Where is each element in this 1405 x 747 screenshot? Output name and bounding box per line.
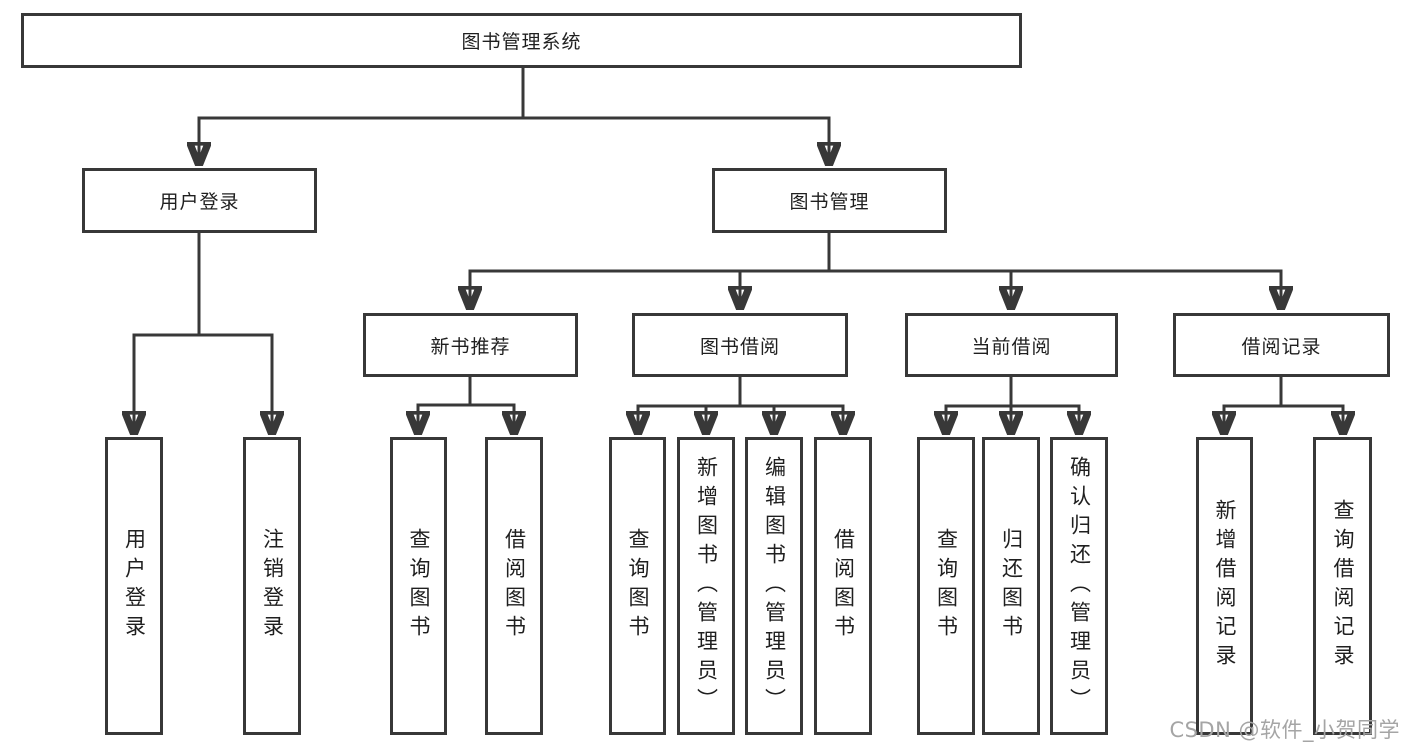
- leaf-logout: 注销登录: [243, 437, 301, 735]
- leaf-query-borrow-record-label: 查询借阅记录: [1331, 499, 1355, 673]
- leaf-borrow-books-2: 借阅图书: [814, 437, 872, 735]
- leaf-query-books-2-label: 查询图书: [626, 528, 650, 644]
- leaf-add-book-admin-label: 新增图书（管理员）: [694, 455, 719, 717]
- leaf-user-login-label: 用户登录: [122, 528, 147, 644]
- leaf-query-books-3-label: 查询图书: [934, 528, 959, 644]
- leaf-borrow-books-1: 借阅图书: [485, 437, 543, 735]
- leaf-borrow-books-1-label: 借阅图书: [502, 528, 527, 644]
- node-current-borrowing-label: 当前借阅: [971, 335, 1052, 358]
- leaf-confirm-return-admin-label: 确认归还（管理员）: [1067, 455, 1092, 717]
- node-library-system: 图书管理系统: [21, 13, 1022, 68]
- node-borrowing-records-label: 借阅记录: [1241, 335, 1322, 358]
- leaf-query-books-1-label: 查询图书: [407, 528, 431, 644]
- node-borrowing-records: 借阅记录: [1173, 313, 1390, 377]
- leaf-query-books-2: 查询图书: [609, 437, 666, 735]
- leaf-add-borrow-record-label: 新增借阅记录: [1213, 499, 1237, 673]
- node-user-login-label: 用户登录: [159, 191, 240, 213]
- leaf-edit-book-admin: 编辑图书（管理员）: [745, 437, 803, 735]
- leaf-confirm-return-admin: 确认归还（管理员）: [1050, 437, 1108, 735]
- node-library-system-label: 图书管理系统: [461, 31, 582, 53]
- leaf-user-login: 用户登录: [105, 437, 163, 735]
- node-current-borrowing: 当前借阅: [905, 313, 1118, 377]
- node-book-borrowing-label: 图书借阅: [699, 335, 780, 358]
- leaf-add-borrow-record: 新增借阅记录: [1196, 437, 1253, 735]
- leaf-return-book-label: 归还图书: [999, 528, 1024, 644]
- node-user-login: 用户登录: [82, 168, 317, 233]
- leaf-query-books-3: 查询图书: [917, 437, 975, 735]
- leaf-logout-label: 注销登录: [260, 528, 285, 644]
- leaf-query-borrow-record: 查询借阅记录: [1313, 437, 1372, 735]
- leaf-return-book: 归还图书: [982, 437, 1040, 735]
- node-book-management-label: 图书管理: [789, 191, 870, 213]
- node-new-book-recommend: 新书推荐: [363, 313, 578, 377]
- leaf-borrow-books-2-label: 借阅图书: [831, 528, 856, 644]
- csdn-watermark: CSDN @软件_小贺同学: [1169, 718, 1400, 742]
- node-new-book-recommend-label: 新书推荐: [430, 335, 511, 358]
- node-book-borrowing: 图书借阅: [632, 313, 848, 377]
- node-book-management: 图书管理: [712, 168, 947, 233]
- leaf-edit-book-admin-label: 编辑图书（管理员）: [762, 455, 787, 717]
- leaf-query-books-1: 查询图书: [390, 437, 447, 735]
- leaf-add-book-admin: 新增图书（管理员）: [677, 437, 735, 735]
